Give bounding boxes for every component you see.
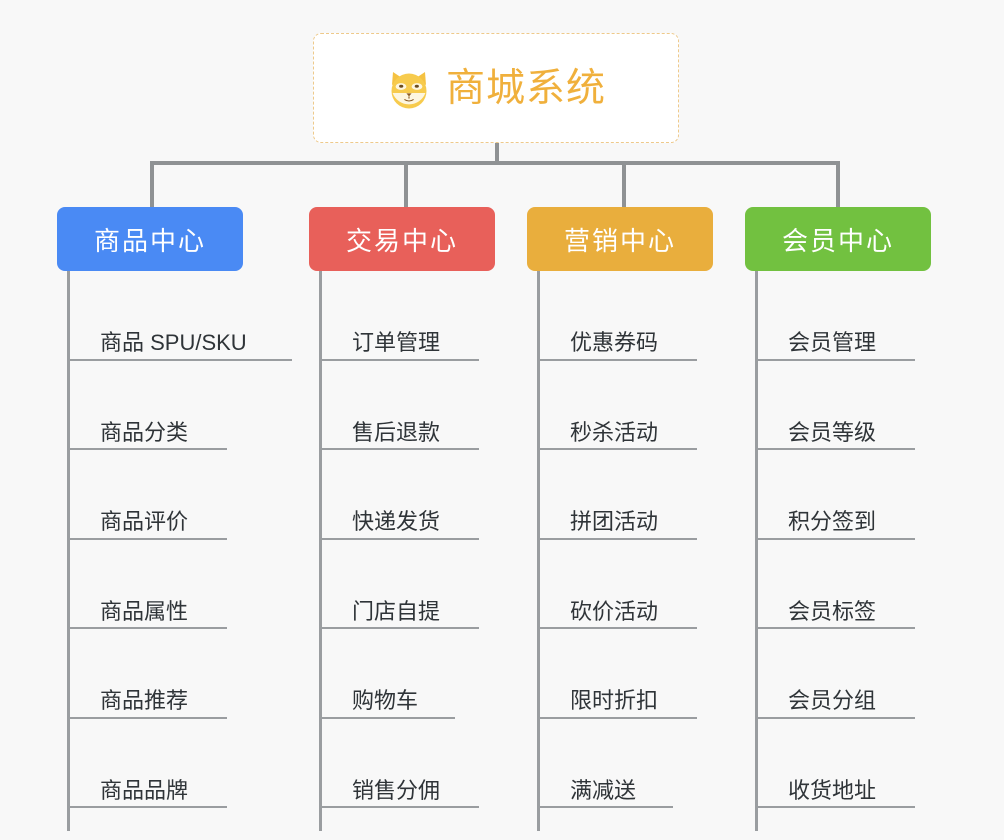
branch-header-label: 营销中心 bbox=[563, 225, 676, 256]
connector-drop-trade-center bbox=[404, 163, 408, 209]
leaf-underline bbox=[758, 537, 915, 540]
leaf-list-member-center: 会员管理 会员等级 积分签到 会员标签 会员分组 收货地址 bbox=[755, 271, 931, 831]
list-item[interactable]: 积分签到 bbox=[758, 450, 931, 540]
connector-drop-member-center bbox=[836, 163, 840, 209]
leaf-label: 会员标签 bbox=[788, 598, 877, 624]
branch-member-center: 会员中心 会员管理 会员等级 积分签到 会员标签 会员分组 bbox=[745, 207, 931, 831]
leaf-underline bbox=[322, 806, 479, 808]
branch-product-center: 商品中心 商品 SPU/SKU 商品分类 商品评价 商品属性 商品推荐 bbox=[57, 207, 292, 831]
leaf-label: 售后退款 bbox=[352, 419, 441, 445]
leaf-underline bbox=[322, 358, 479, 361]
root-title: 商城系统 bbox=[445, 66, 606, 110]
list-item[interactable]: 会员管理 bbox=[758, 271, 931, 361]
leaf-underline bbox=[540, 537, 697, 540]
leaf-underline bbox=[540, 716, 697, 719]
leaf-label: 商品品牌 bbox=[100, 777, 189, 803]
branch-header-label: 商品中心 bbox=[93, 225, 206, 256]
root-node[interactable]: 商城系统 bbox=[313, 33, 679, 143]
list-item[interactable]: 售后退款 bbox=[322, 361, 495, 450]
leaf-label: 会员管理 bbox=[788, 330, 877, 356]
branch-header-trade-center[interactable]: 交易中心 bbox=[309, 207, 495, 271]
leaf-label: 购物车 bbox=[352, 688, 419, 714]
leaf-label: 会员等级 bbox=[788, 419, 877, 445]
list-item[interactable]: 砍价活动 bbox=[540, 540, 713, 629]
leaf-underline bbox=[70, 448, 227, 450]
list-item[interactable]: 优惠券码 bbox=[540, 271, 713, 361]
leaf-label: 商品推荐 bbox=[100, 688, 189, 714]
list-item[interactable]: 商品评价 bbox=[70, 450, 243, 540]
branch-header-label: 会员中心 bbox=[781, 225, 894, 256]
list-item[interactable]: 商品分类 bbox=[70, 361, 243, 450]
leaf-list-trade-center: 订单管理 售后退款 快递发货 门店自提 购物车 销售分佣 bbox=[319, 271, 495, 831]
leaf-label: 商品 SPU/SKU bbox=[100, 330, 247, 356]
list-item[interactable]: 商品属性 bbox=[70, 540, 243, 629]
leaf-label: 销售分佣 bbox=[352, 777, 441, 803]
connector-horizontal-bus bbox=[150, 161, 840, 165]
list-item[interactable]: 会员分组 bbox=[758, 629, 931, 719]
leaf-underline bbox=[322, 537, 479, 540]
leaf-underline bbox=[540, 358, 697, 361]
leaf-label: 商品属性 bbox=[100, 598, 189, 624]
list-item[interactable]: 购物车 bbox=[322, 629, 495, 719]
list-item[interactable]: 拼团活动 bbox=[540, 450, 713, 540]
branch-header-product-center[interactable]: 商品中心 bbox=[57, 207, 243, 271]
leaf-label: 商品分类 bbox=[100, 419, 189, 445]
list-item[interactable]: 快递发货 bbox=[322, 450, 495, 540]
leaf-label: 会员分组 bbox=[788, 688, 877, 714]
leaf-label: 限时折扣 bbox=[570, 688, 659, 714]
shiba-dog-face-icon bbox=[386, 66, 432, 112]
connector-drop-product-center bbox=[150, 163, 154, 209]
leaf-underline bbox=[70, 358, 292, 361]
leaf-label: 优惠券码 bbox=[570, 330, 659, 356]
leaf-underline bbox=[758, 716, 915, 719]
leaf-underline bbox=[540, 627, 697, 629]
leaf-underline bbox=[322, 627, 479, 629]
branch-header-member-center[interactable]: 会员中心 bbox=[745, 207, 931, 271]
list-item[interactable]: 会员等级 bbox=[758, 361, 931, 450]
leaf-label: 秒杀活动 bbox=[570, 419, 659, 445]
leaf-label: 满减送 bbox=[570, 777, 637, 803]
leaf-underline bbox=[70, 716, 227, 719]
leaf-list-product-center: 商品 SPU/SKU 商品分类 商品评价 商品属性 商品推荐 商品品牌 bbox=[67, 271, 292, 831]
list-item[interactable]: 商品推荐 bbox=[70, 629, 243, 719]
leaf-underline bbox=[322, 448, 479, 450]
list-item[interactable]: 商品 SPU/SKU bbox=[70, 271, 292, 361]
leaf-underline bbox=[758, 806, 915, 808]
leaf-label: 收货地址 bbox=[788, 777, 877, 803]
leaf-underline bbox=[70, 627, 227, 629]
leaf-label: 砍价活动 bbox=[570, 598, 659, 624]
leaf-underline bbox=[758, 358, 915, 361]
leaf-label: 积分签到 bbox=[788, 509, 877, 535]
leaf-label: 订单管理 bbox=[352, 330, 441, 356]
list-item[interactable]: 收货地址 bbox=[758, 719, 931, 808]
branch-marketing-center: 营销中心 优惠券码 秒杀活动 拼团活动 砍价活动 限时折扣 bbox=[527, 207, 713, 831]
list-item[interactable]: 门店自提 bbox=[322, 540, 495, 629]
leaf-underline bbox=[70, 537, 227, 540]
leaf-label: 拼团活动 bbox=[570, 509, 659, 535]
connector-drop-marketing-center bbox=[622, 163, 626, 209]
list-item[interactable]: 商品品牌 bbox=[70, 719, 243, 808]
leaf-list-marketing-center: 优惠券码 秒杀活动 拼团活动 砍价活动 限时折扣 满减送 bbox=[537, 271, 713, 831]
leaf-underline bbox=[70, 806, 227, 808]
list-item[interactable]: 秒杀活动 bbox=[540, 361, 713, 450]
list-item[interactable]: 会员标签 bbox=[758, 540, 931, 629]
leaf-underline bbox=[540, 448, 697, 450]
leaf-underline bbox=[758, 448, 915, 450]
branch-trade-center: 交易中心 订单管理 售后退款 快递发货 门店自提 购物车 bbox=[309, 207, 495, 831]
leaf-underline bbox=[540, 806, 673, 808]
leaf-label: 快递发货 bbox=[352, 509, 441, 535]
list-item[interactable]: 满减送 bbox=[540, 719, 713, 808]
branch-header-marketing-center[interactable]: 营销中心 bbox=[527, 207, 713, 271]
connector-root-stem bbox=[495, 143, 499, 163]
list-item[interactable]: 限时折扣 bbox=[540, 629, 713, 719]
list-item[interactable]: 销售分佣 bbox=[322, 719, 495, 808]
leaf-underline bbox=[758, 627, 915, 629]
leaf-label: 门店自提 bbox=[352, 598, 441, 624]
leaf-underline bbox=[322, 716, 455, 719]
leaf-label: 商品评价 bbox=[100, 509, 189, 535]
branch-header-label: 交易中心 bbox=[345, 225, 458, 256]
list-item[interactable]: 订单管理 bbox=[322, 271, 495, 361]
